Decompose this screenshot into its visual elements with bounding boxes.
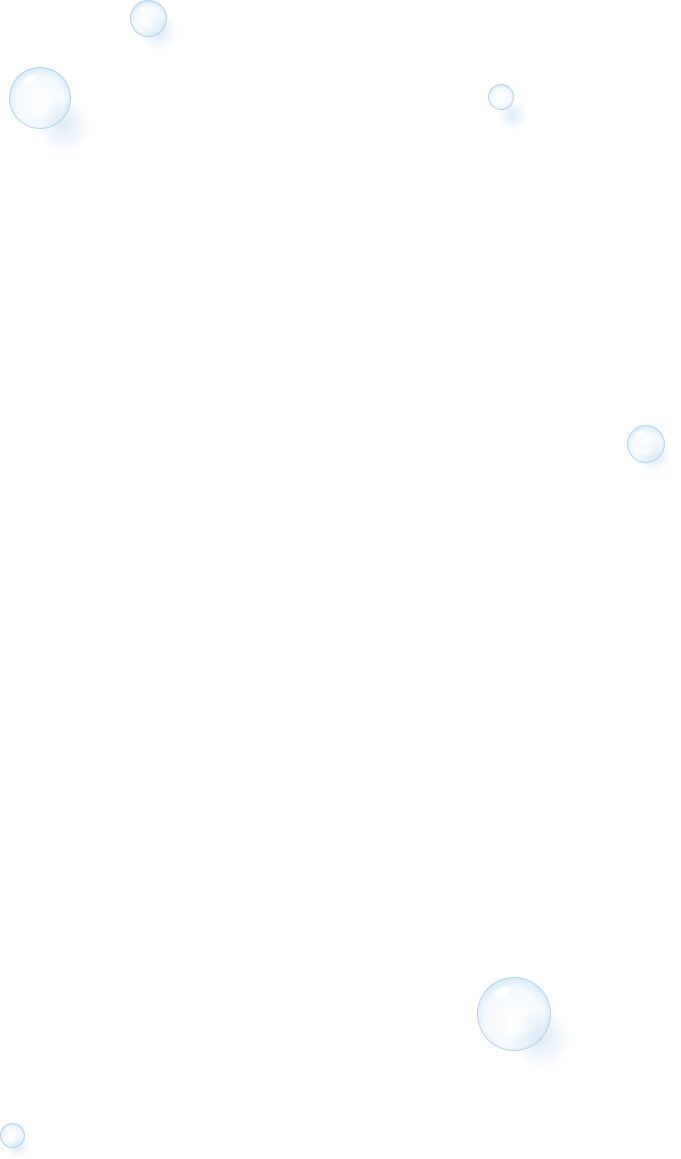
water-droplet: [627, 425, 665, 463]
water-droplet: [130, 0, 167, 37]
water-droplet: [9, 67, 71, 129]
water-droplet: [477, 977, 551, 1051]
water-droplet: [488, 84, 514, 110]
water-droplet: [0, 1123, 25, 1148]
